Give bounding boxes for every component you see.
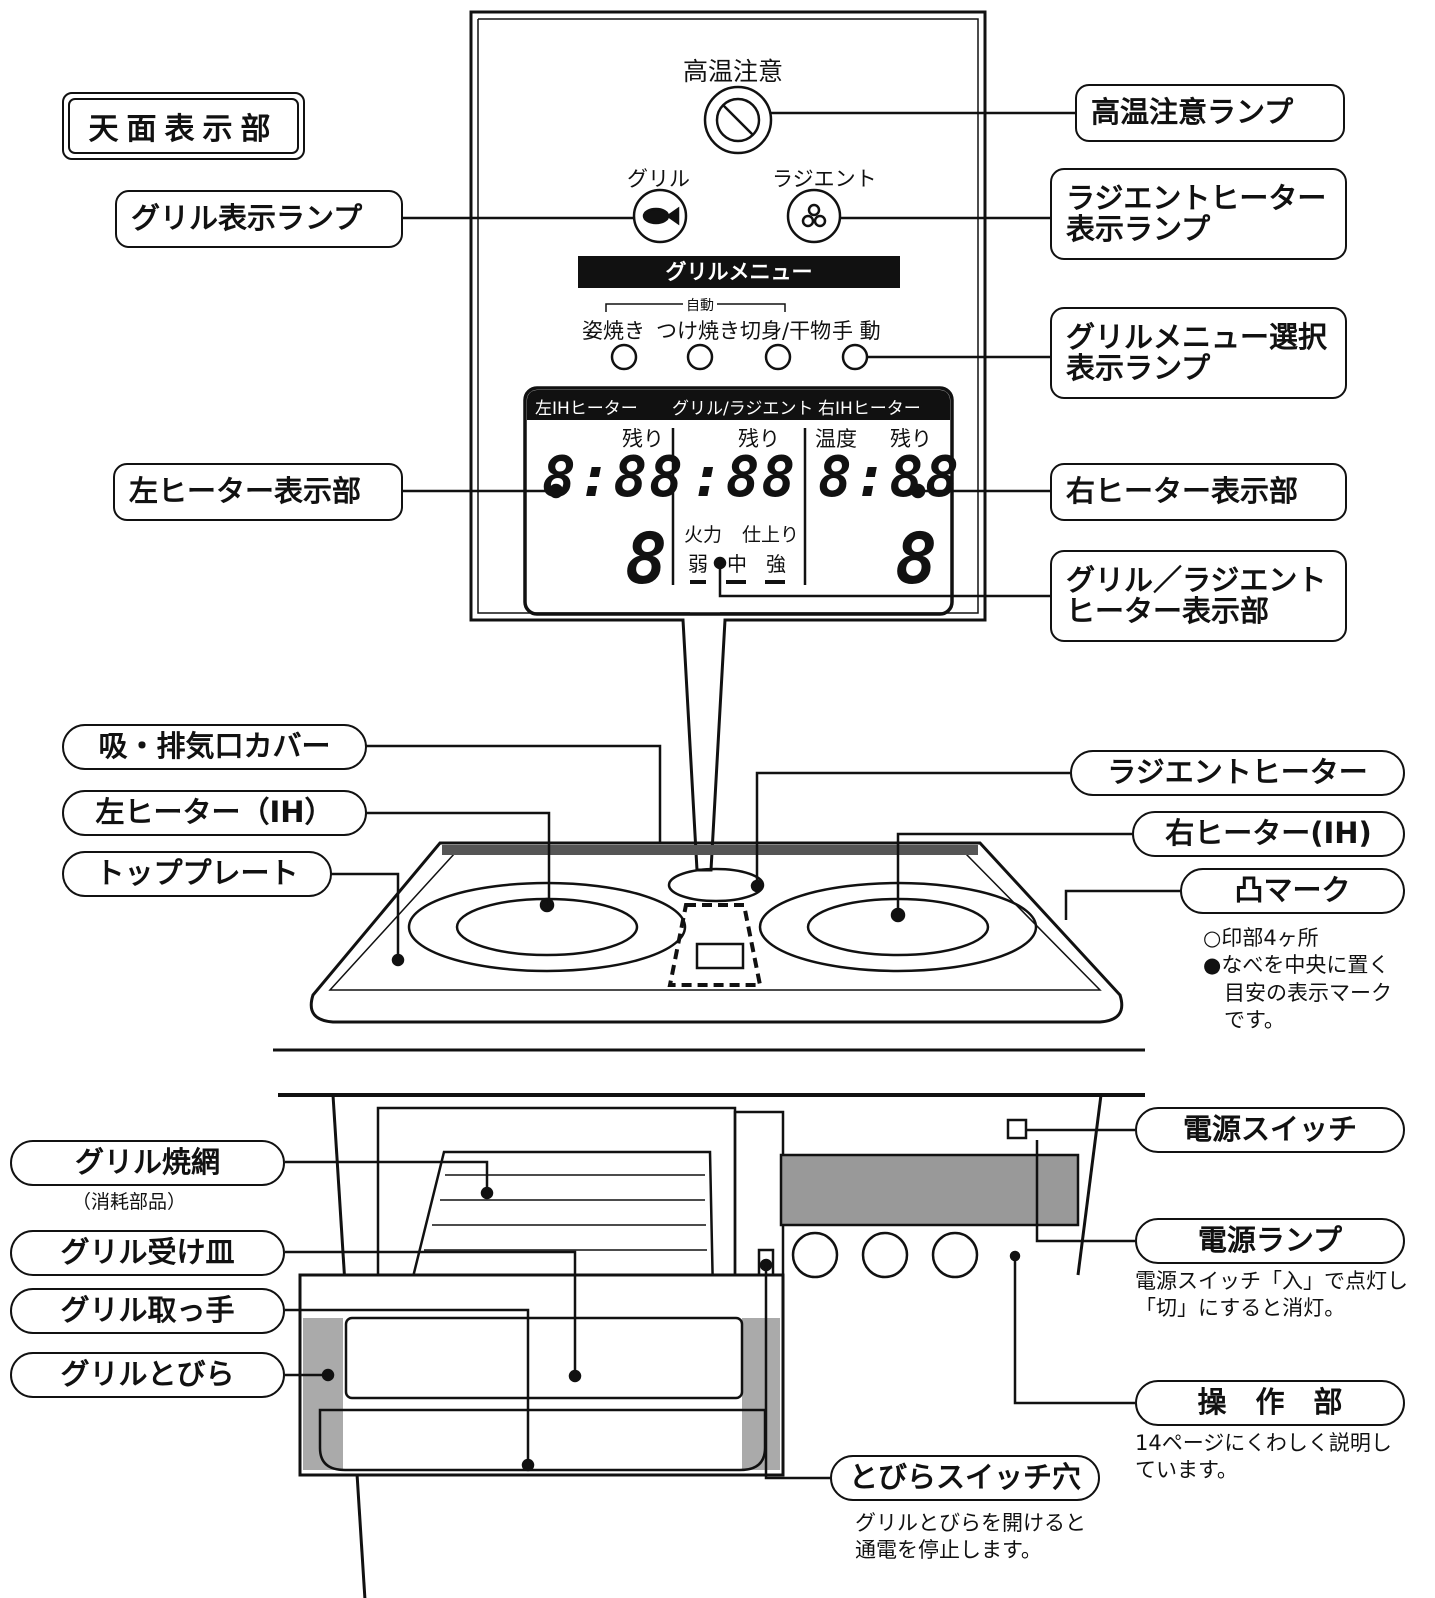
label-left-heater: 左ヒーター（IH）	[62, 790, 367, 836]
heat-label: 火力	[684, 524, 723, 546]
label-right-display: 右ヒーター表示部	[1050, 463, 1347, 521]
label-grill-handle: グリル取っ手	[10, 1288, 285, 1334]
seg-right-digit: 8	[895, 518, 940, 600]
label-control: 操 作 部	[1135, 1380, 1405, 1426]
menu-lamp-4	[841, 343, 869, 371]
menu-item-1: 姿焼き	[582, 319, 645, 343]
temp-label: 温度	[815, 427, 857, 451]
title-frame: 天面表示部	[62, 92, 305, 160]
level-mid: 中	[727, 552, 747, 576]
menu-item-2: つけ焼き	[656, 319, 740, 343]
remain-mid: 残り	[738, 427, 780, 451]
lcd-display	[523, 386, 954, 616]
note-door: グリルとびらを開けると 通電を停止します。	[855, 1511, 1086, 1563]
label-grill-door: グリルとびら	[10, 1352, 285, 1398]
label-grill-lamp: グリル表示ランプ	[115, 190, 403, 248]
remain-right: 残り	[890, 427, 932, 451]
label-radiant-lamp: ラジエントヒーター 表示ランプ	[1050, 168, 1347, 260]
label-mark: 凸マーク	[1180, 868, 1405, 914]
label-right-heater: 右ヒーター(IH)	[1132, 811, 1405, 857]
lcd-head-mid: グリル/ラジエント	[672, 399, 814, 419]
menu-lamp-1	[610, 343, 638, 371]
seg-right: 8:88	[818, 445, 961, 510]
label-menu-lamp: グリルメニュー選択 表示ランプ	[1050, 307, 1347, 399]
note-power-lamp: 電源スイッチ「入」で点灯し 「切」にすると消灯。	[1135, 1269, 1408, 1321]
seg-left-digit: 8	[625, 518, 670, 600]
control-strip	[779, 1153, 1080, 1227]
power-switch	[1006, 1118, 1028, 1140]
vent-strip	[442, 845, 978, 855]
menu-lamp-2	[686, 343, 714, 371]
lcd-head-left: 左IHヒーター	[535, 399, 638, 419]
cooktop-body	[309, 841, 1124, 1024]
note-consumable: （消耗部品）	[72, 1191, 187, 1213]
label-radiant-heater: ラジエントヒーター	[1070, 750, 1405, 796]
menu-item-4: 手 動	[832, 319, 881, 343]
caution-title: 高温注意	[683, 57, 784, 86]
note-control: 14ページにくわしく説明し ています。	[1135, 1431, 1392, 1483]
label-high-temp-lamp: 高温注意ランプ	[1075, 84, 1345, 142]
grill-door	[298, 1273, 785, 1477]
label-power-switch: 電源スイッチ	[1135, 1107, 1405, 1153]
page-title: 天面表示部	[68, 98, 299, 154]
auto-label: 自動	[683, 295, 717, 315]
menu-lamp-3	[764, 343, 792, 371]
level-weak: 弱	[688, 552, 708, 576]
label-door-switch: とびらスイッチ穴	[830, 1455, 1100, 1501]
radiant-title: ラジエント	[772, 167, 877, 191]
label-left-display: 左ヒーター表示部	[113, 463, 403, 521]
label-grill-radiant-display: グリル／ラジエント ヒーター表示部	[1050, 550, 1347, 642]
radiant-lamp	[786, 188, 842, 244]
menu-item-3: 切身/干物	[740, 319, 832, 343]
seg-mid: :88	[690, 445, 798, 510]
grill-lamp	[632, 188, 688, 244]
label-grill-tray: グリル受け皿	[10, 1230, 285, 1276]
remain-left: 残り	[622, 427, 664, 451]
grill-title: グリル	[627, 167, 690, 191]
lcd-header-bg	[527, 390, 950, 420]
seg-left: 8:88	[542, 445, 685, 510]
menu-bar: グリルメニュー	[578, 256, 900, 288]
label-power-lamp: 電源ランプ	[1135, 1218, 1405, 1264]
note-mark: ○印部4ヶ所 ●なべを中央に置く 目安の表示マーク です。	[1203, 926, 1392, 1032]
label-top-plate: トッププレート	[62, 851, 332, 897]
lcd-head-right: 右IHヒーター	[818, 399, 921, 419]
level-strong: 強	[766, 552, 786, 576]
label-grill-net: グリル焼網	[10, 1140, 285, 1186]
caution-lamp	[703, 85, 773, 155]
label-intake-cover: 吸・排気口カバー	[62, 724, 367, 770]
finish-label: 仕上り	[742, 524, 800, 546]
